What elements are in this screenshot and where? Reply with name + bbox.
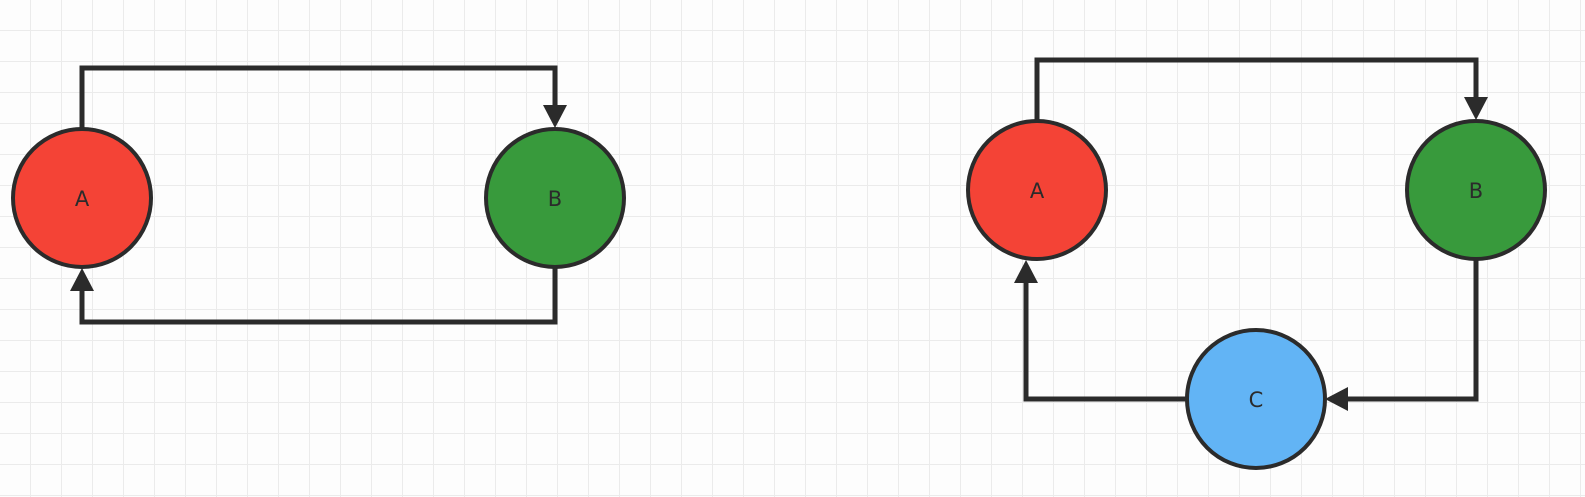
edge-a-to-b-right[interactable] (1034, 57, 1488, 120)
node-a-right[interactable]: A (966, 119, 1108, 261)
node-c-right-circle[interactable] (1185, 328, 1327, 470)
arrowhead-down-into-b-right (1464, 97, 1488, 120)
edge-c-to-a-right[interactable] (1014, 260, 1187, 402)
arrowhead-down-into-b (543, 105, 567, 128)
node-a-left[interactable]: A (11, 127, 153, 269)
right-diagram: A B C (966, 57, 1547, 470)
node-b-left[interactable]: B (484, 127, 626, 269)
edge-b-to-c-right[interactable] (1325, 260, 1479, 411)
edge-path-b-to-a[interactable] (79, 268, 558, 325)
node-b-right-circle[interactable] (1405, 119, 1547, 261)
edge-b-to-a[interactable] (70, 268, 558, 325)
edge-path-b-to-c-right[interactable] (1334, 260, 1479, 402)
node-a-left-circle[interactable] (11, 127, 153, 269)
edge-path-a-to-b[interactable] (79, 65, 558, 128)
node-b-right[interactable]: B (1405, 119, 1547, 261)
edge-a-to-b[interactable] (79, 65, 567, 128)
node-b-left-circle[interactable] (484, 127, 626, 269)
edge-path-a-to-b-right[interactable] (1034, 57, 1479, 120)
node-c-right[interactable]: C (1185, 328, 1327, 470)
arrowhead-up-into-a (70, 268, 94, 291)
left-diagram: A B (11, 65, 626, 325)
node-a-right-circle[interactable] (966, 119, 1108, 261)
edge-path-c-to-a-right[interactable] (1023, 269, 1187, 402)
arrowhead-up-into-a-right (1014, 260, 1038, 283)
arrowhead-left-into-c (1325, 387, 1348, 411)
